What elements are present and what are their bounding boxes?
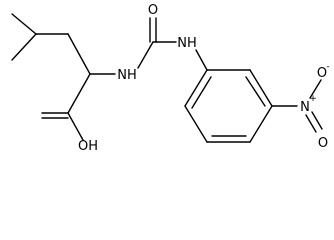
atom-labels: O NH NH OH N + O - O xyxy=(78,3,330,154)
nitro-n-label: N xyxy=(300,100,310,115)
urea-nh-right-label: NH xyxy=(177,36,197,51)
nitro-o-minus-charge: - xyxy=(326,62,329,72)
ring-bond-5-inner xyxy=(245,76,266,107)
urea-nh-left-label: NH xyxy=(117,68,137,83)
nitro-n-charge: + xyxy=(309,94,317,104)
bond-nitro-o-double-b xyxy=(311,111,323,130)
bond-nh-ring xyxy=(195,49,208,71)
bond-nitro-o-minus xyxy=(309,79,322,99)
hydroxyl-label: OH xyxy=(78,139,98,154)
nitro-group xyxy=(271,79,323,133)
isobutyl-group xyxy=(11,13,91,75)
bond-nh-carbonyl xyxy=(137,41,154,69)
nitro-o-double-label: O xyxy=(318,136,328,151)
bond-methyl-upper xyxy=(11,13,37,35)
carboxylic-acid-group xyxy=(41,73,91,141)
ring-bond-1-inner xyxy=(191,76,212,109)
bond-alpha-carboxyl xyxy=(67,73,91,114)
urea-linkage xyxy=(89,17,208,75)
carbonyl-oxygen-label: O xyxy=(148,3,158,18)
benzene-ring xyxy=(184,69,273,143)
ring-bond-2 xyxy=(184,105,208,143)
bond-ch2-alpha xyxy=(67,33,91,75)
bond-nitro-o-double-a xyxy=(305,114,317,133)
nitro-o-minus-label: O xyxy=(317,66,327,81)
ring-bond-1 xyxy=(184,69,208,107)
bond-carboxyl-oh xyxy=(67,112,84,141)
ring-bond-4 xyxy=(249,105,273,143)
ring-bond-5 xyxy=(249,69,273,107)
chemical-structure: O NH NH OH N + O - O xyxy=(11,3,330,154)
bond-methyl-lower xyxy=(11,33,37,61)
